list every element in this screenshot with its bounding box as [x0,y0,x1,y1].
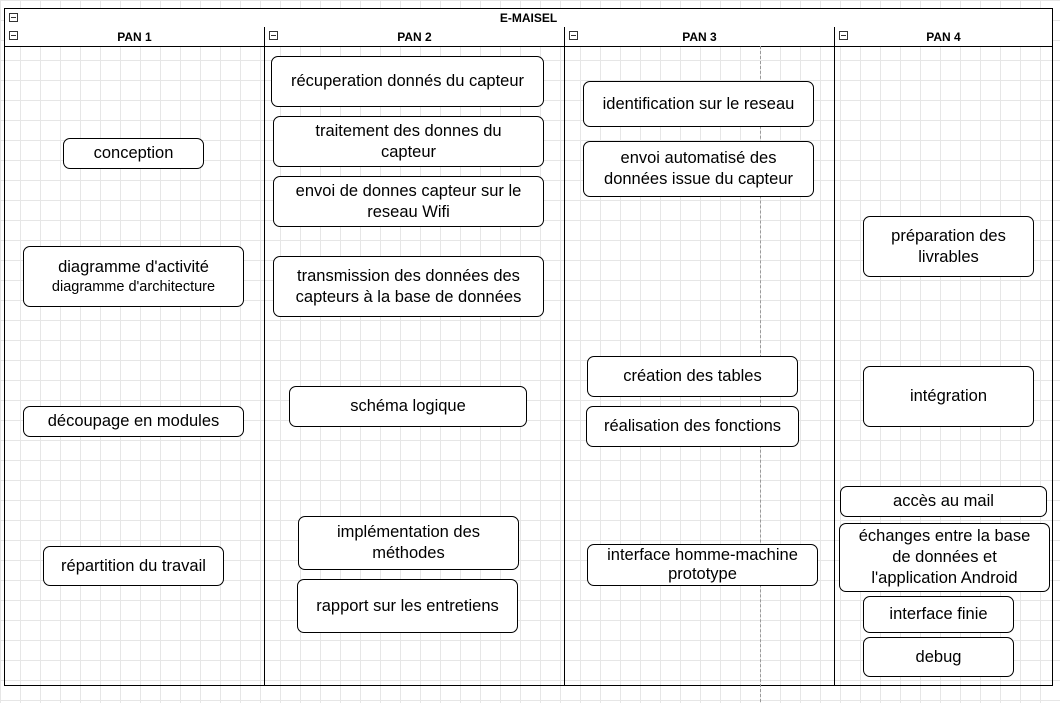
node-label: transmission des données des [297,266,520,285]
node-label: découpage en modules [47,412,220,430]
lane-header: PAN 4 [835,27,1052,47]
diagram-node[interactable]: création des tables [587,356,798,397]
node-label: données issue du capteur [604,170,793,188]
node-label: création des tables [623,367,762,385]
diagram-node[interactable]: répartition du travail [43,546,224,586]
node-label: diagramme d'architecture [51,279,216,295]
diagram-node[interactable]: diagramme d'activité diagramme d'archite… [23,246,244,307]
diagram-node[interactable]: récuperation donnés du capteur [271,56,544,107]
diagram-node[interactable]: rapport sur les entretiens [297,579,518,633]
diagram-node[interactable]: intégration [863,366,1034,427]
lane-title: PAN 4 [926,30,961,44]
collapse-icon[interactable] [269,31,278,40]
node-label: récuperation donnés du capteur [291,72,524,90]
node-label: capteur [380,142,437,161]
node-label: répartition du travail [61,556,206,575]
diagram-node[interactable]: réalisation des fonctions [586,406,799,447]
node-label: l'application Android [871,569,1018,587]
diagram-node[interactable]: debug [863,637,1014,677]
node-label: diagramme d'activité [58,258,209,276]
collapse-icon[interactable] [9,13,18,22]
lane-pan-2: PAN 2 [264,27,564,685]
node-label: capteurs à la base de données [295,287,522,306]
diagram-node[interactable]: traitement des donnes du capteur [273,116,544,167]
node-label: livrables [918,247,979,266]
node-label: envoi de donnes capteur sur le [295,181,522,200]
node-label: prototype [668,565,737,583]
pool-title: E-MAISEL [499,11,558,25]
pool-header: E-MAISEL [5,9,1052,28]
diagram-node[interactable]: schéma logique [289,386,527,427]
node-label: conception [93,144,174,162]
lane-pan-4: PAN 4 [834,27,1052,685]
lane-header: PAN 1 [5,27,264,47]
node-label: interface homme-machine [607,546,798,564]
node-label: intégration [909,387,988,405]
collapse-icon[interactable] [839,31,848,40]
node-label: schéma logique [350,397,466,415]
diagram-node[interactable]: préparation des livrables [863,216,1034,277]
node-label: échanges entre la base [858,527,1031,545]
diagram-node[interactable]: identification sur le reseau [583,81,814,127]
node-label: réalisation des fonctions [603,417,782,435]
lane-pan-3: PAN 3 [564,27,834,685]
node-label: préparation des [891,226,1006,245]
diagram-node[interactable]: interface finie [863,596,1014,633]
lane-title: PAN 3 [682,30,717,44]
lane-header: PAN 2 [265,27,564,47]
node-label: envoi automatisé des [620,149,777,167]
diagram-node[interactable]: conception [63,138,204,169]
diagram-node[interactable]: envoi automatisé des données issue du ca… [583,141,814,197]
diagram-node[interactable]: implémentation des méthodes [298,516,519,570]
collapse-icon[interactable] [569,31,578,40]
lane-header: PAN 3 [565,27,834,47]
node-label: interface finie [889,605,988,623]
node-label: implémentation des [336,523,481,541]
node-label: accès au mail [893,492,994,510]
diagram-node[interactable]: découpage en modules [23,406,244,437]
node-label: identification sur le reseau [602,94,795,113]
diagram-node[interactable]: échanges entre la base de données et l'a… [839,523,1050,592]
lane-title: PAN 2 [397,30,432,44]
diagram-node[interactable]: accès au mail [840,486,1047,517]
lane-pan-1: PAN 1 [5,27,264,685]
diagram-node[interactable]: transmission des données des capteurs à … [273,256,544,317]
swimlane-pool: E-MAISEL PAN 1 PAN 2 PAN 3 PAN 4 [4,8,1053,686]
lane-title: PAN 1 [117,30,152,44]
diagram-node[interactable]: envoi de donnes capteur sur le reseau Wi… [273,176,544,227]
node-label: méthodes [372,544,445,562]
node-label: traitement des donnes du [315,121,502,140]
collapse-icon[interactable] [9,31,18,40]
node-label: rapport sur les entretiens [316,596,499,615]
diagram-node[interactable]: interface homme-machine prototype [587,544,818,586]
node-label: de données et [892,548,997,566]
node-label: debug [915,647,962,666]
node-label: reseau Wifi [367,202,450,221]
